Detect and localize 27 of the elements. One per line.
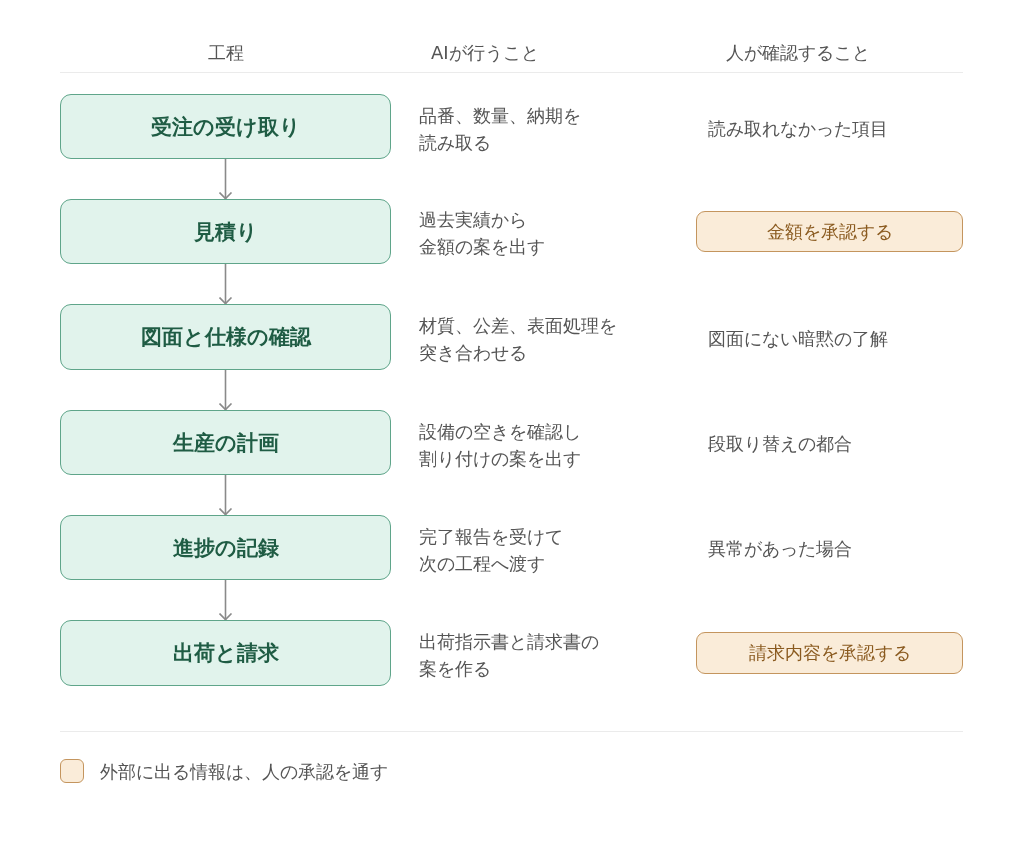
step-description: 出荷指示書と請求書の案を作る [419, 629, 599, 681]
process-box: 図面と仕様の確認 [60, 304, 391, 370]
step-description: 過去実績から金額の案を出す [419, 208, 545, 259]
approval-box: 請求内容を承認する [696, 632, 963, 674]
step-description: 設備の空きを確認し割り付けの案を出す [419, 420, 581, 471]
step-description: 完了報告を受けて次の工程へ渡す [419, 524, 563, 576]
process-box: 生産の計画 [60, 410, 391, 475]
arrow [218, 474, 233, 516]
process-box: 出荷と請求 [60, 620, 391, 686]
process-box: 受注の受け取り [60, 94, 391, 159]
column-header: 工程 [208, 40, 244, 65]
arrow [218, 263, 233, 305]
step-description: 材質、公差、表面処理を突き合わせる [419, 314, 617, 365]
check-note: 異常があった場合 [708, 536, 852, 561]
step-description: 品番、数量、納期を読み取る [419, 103, 581, 155]
arrow [218, 158, 233, 200]
check-note: 読み取れなかった項目 [708, 116, 888, 141]
legend-text: 外部に出る情報は、人の承認を通す [100, 759, 388, 784]
check-note: 段取り替えの都合 [708, 431, 852, 456]
arrow [218, 579, 233, 621]
process-box: 進捗の記録 [60, 515, 391, 580]
process-box: 見積り [60, 199, 391, 264]
column-header: 人が確認すること [726, 40, 870, 65]
column-header: AIが行うこと [431, 40, 539, 65]
approval-box: 金額を承認する [696, 211, 963, 252]
check-note: 図面にない暗黙の了解 [708, 326, 888, 351]
arrow [218, 369, 233, 411]
